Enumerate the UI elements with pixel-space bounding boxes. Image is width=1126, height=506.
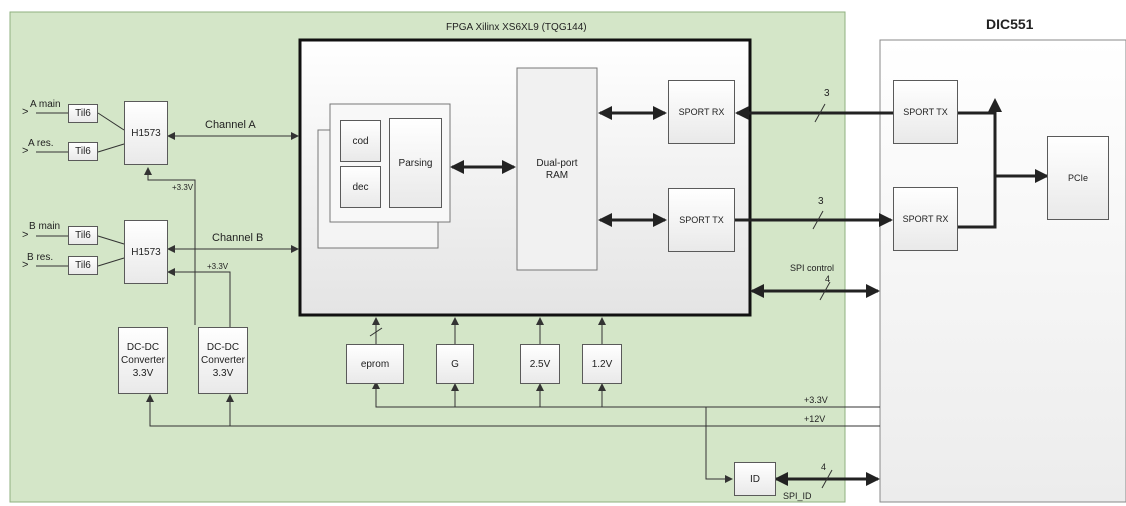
fpga-title: FPGA Xilinx XS6XL9 (TQG144) — [446, 22, 587, 33]
regulator-1v2-box: 1.2V — [582, 344, 622, 384]
til6-a-main-box: Til6 — [68, 104, 98, 123]
dual-port-ram-box — [516, 67, 598, 271]
til6-b-main-box: Til6 — [68, 226, 98, 245]
input-a-res-arrow-icon: > — [22, 145, 29, 157]
dic-sport-rx-box: SPORT RX — [893, 187, 958, 251]
id-box: ID — [734, 462, 776, 496]
input-b-main-arrow-icon: > — [22, 229, 29, 241]
v33-a-label: +3.3V — [172, 183, 194, 192]
dic-sport-tx-box: SPORT TX — [893, 80, 958, 144]
sport-rx-bus-width-label: 3 — [824, 88, 830, 99]
fpga-sport-tx-box: SPORT TX — [668, 188, 735, 252]
pcie-box: PCIe — [1047, 136, 1109, 220]
parsing-box: Parsing — [389, 118, 442, 208]
regulator-2v5-box: 2.5V — [520, 344, 560, 384]
clock-g-box: G — [436, 344, 474, 384]
sport-tx-bus-width-label: 3 — [818, 196, 824, 207]
input-b-res-arrow-icon: > — [22, 259, 29, 271]
spi-id-label: SPI_ID — [783, 491, 812, 501]
spi-control-label: SPI control — [790, 263, 835, 273]
til6-a-res-box: Til6 — [68, 142, 98, 161]
dcdc-converter-2-box: DC-DC Converter 3.3V — [198, 327, 248, 394]
cod-box: cod — [340, 120, 381, 162]
dcdc-converter-1-box: DC-DC Converter 3.3V — [118, 327, 168, 394]
supply-33v-label: +3.3V — [804, 395, 828, 405]
fpga-sport-rx-box: SPORT RX — [668, 80, 735, 144]
spi-control-width-label: 4 — [825, 274, 831, 284]
channel-a-label: Channel A — [205, 119, 256, 131]
h1573-a-box: H1573 — [124, 101, 168, 165]
supply-12v-label: +12V — [804, 414, 826, 424]
v33-b-label: +3.3V — [207, 262, 229, 271]
eprom-box: eprom — [346, 344, 404, 384]
dic551-title: DIC551 — [986, 16, 1034, 32]
spi-id-width-label: 4 — [821, 462, 827, 472]
input-b-res-label: B res. — [27, 252, 54, 263]
input-a-main-arrow-icon: > — [22, 106, 29, 118]
input-a-main-label: A main — [30, 99, 61, 110]
dec-box: dec — [340, 166, 381, 208]
til6-b-res-box: Til6 — [68, 256, 98, 275]
input-b-main-label: B main — [29, 221, 61, 232]
dual-port-ram-label: Dual-port RAM — [536, 158, 578, 181]
channel-b-label: Channel B — [212, 232, 264, 244]
input-a-res-label: A res. — [28, 138, 54, 149]
h1573-b-box: H1573 — [124, 220, 168, 284]
